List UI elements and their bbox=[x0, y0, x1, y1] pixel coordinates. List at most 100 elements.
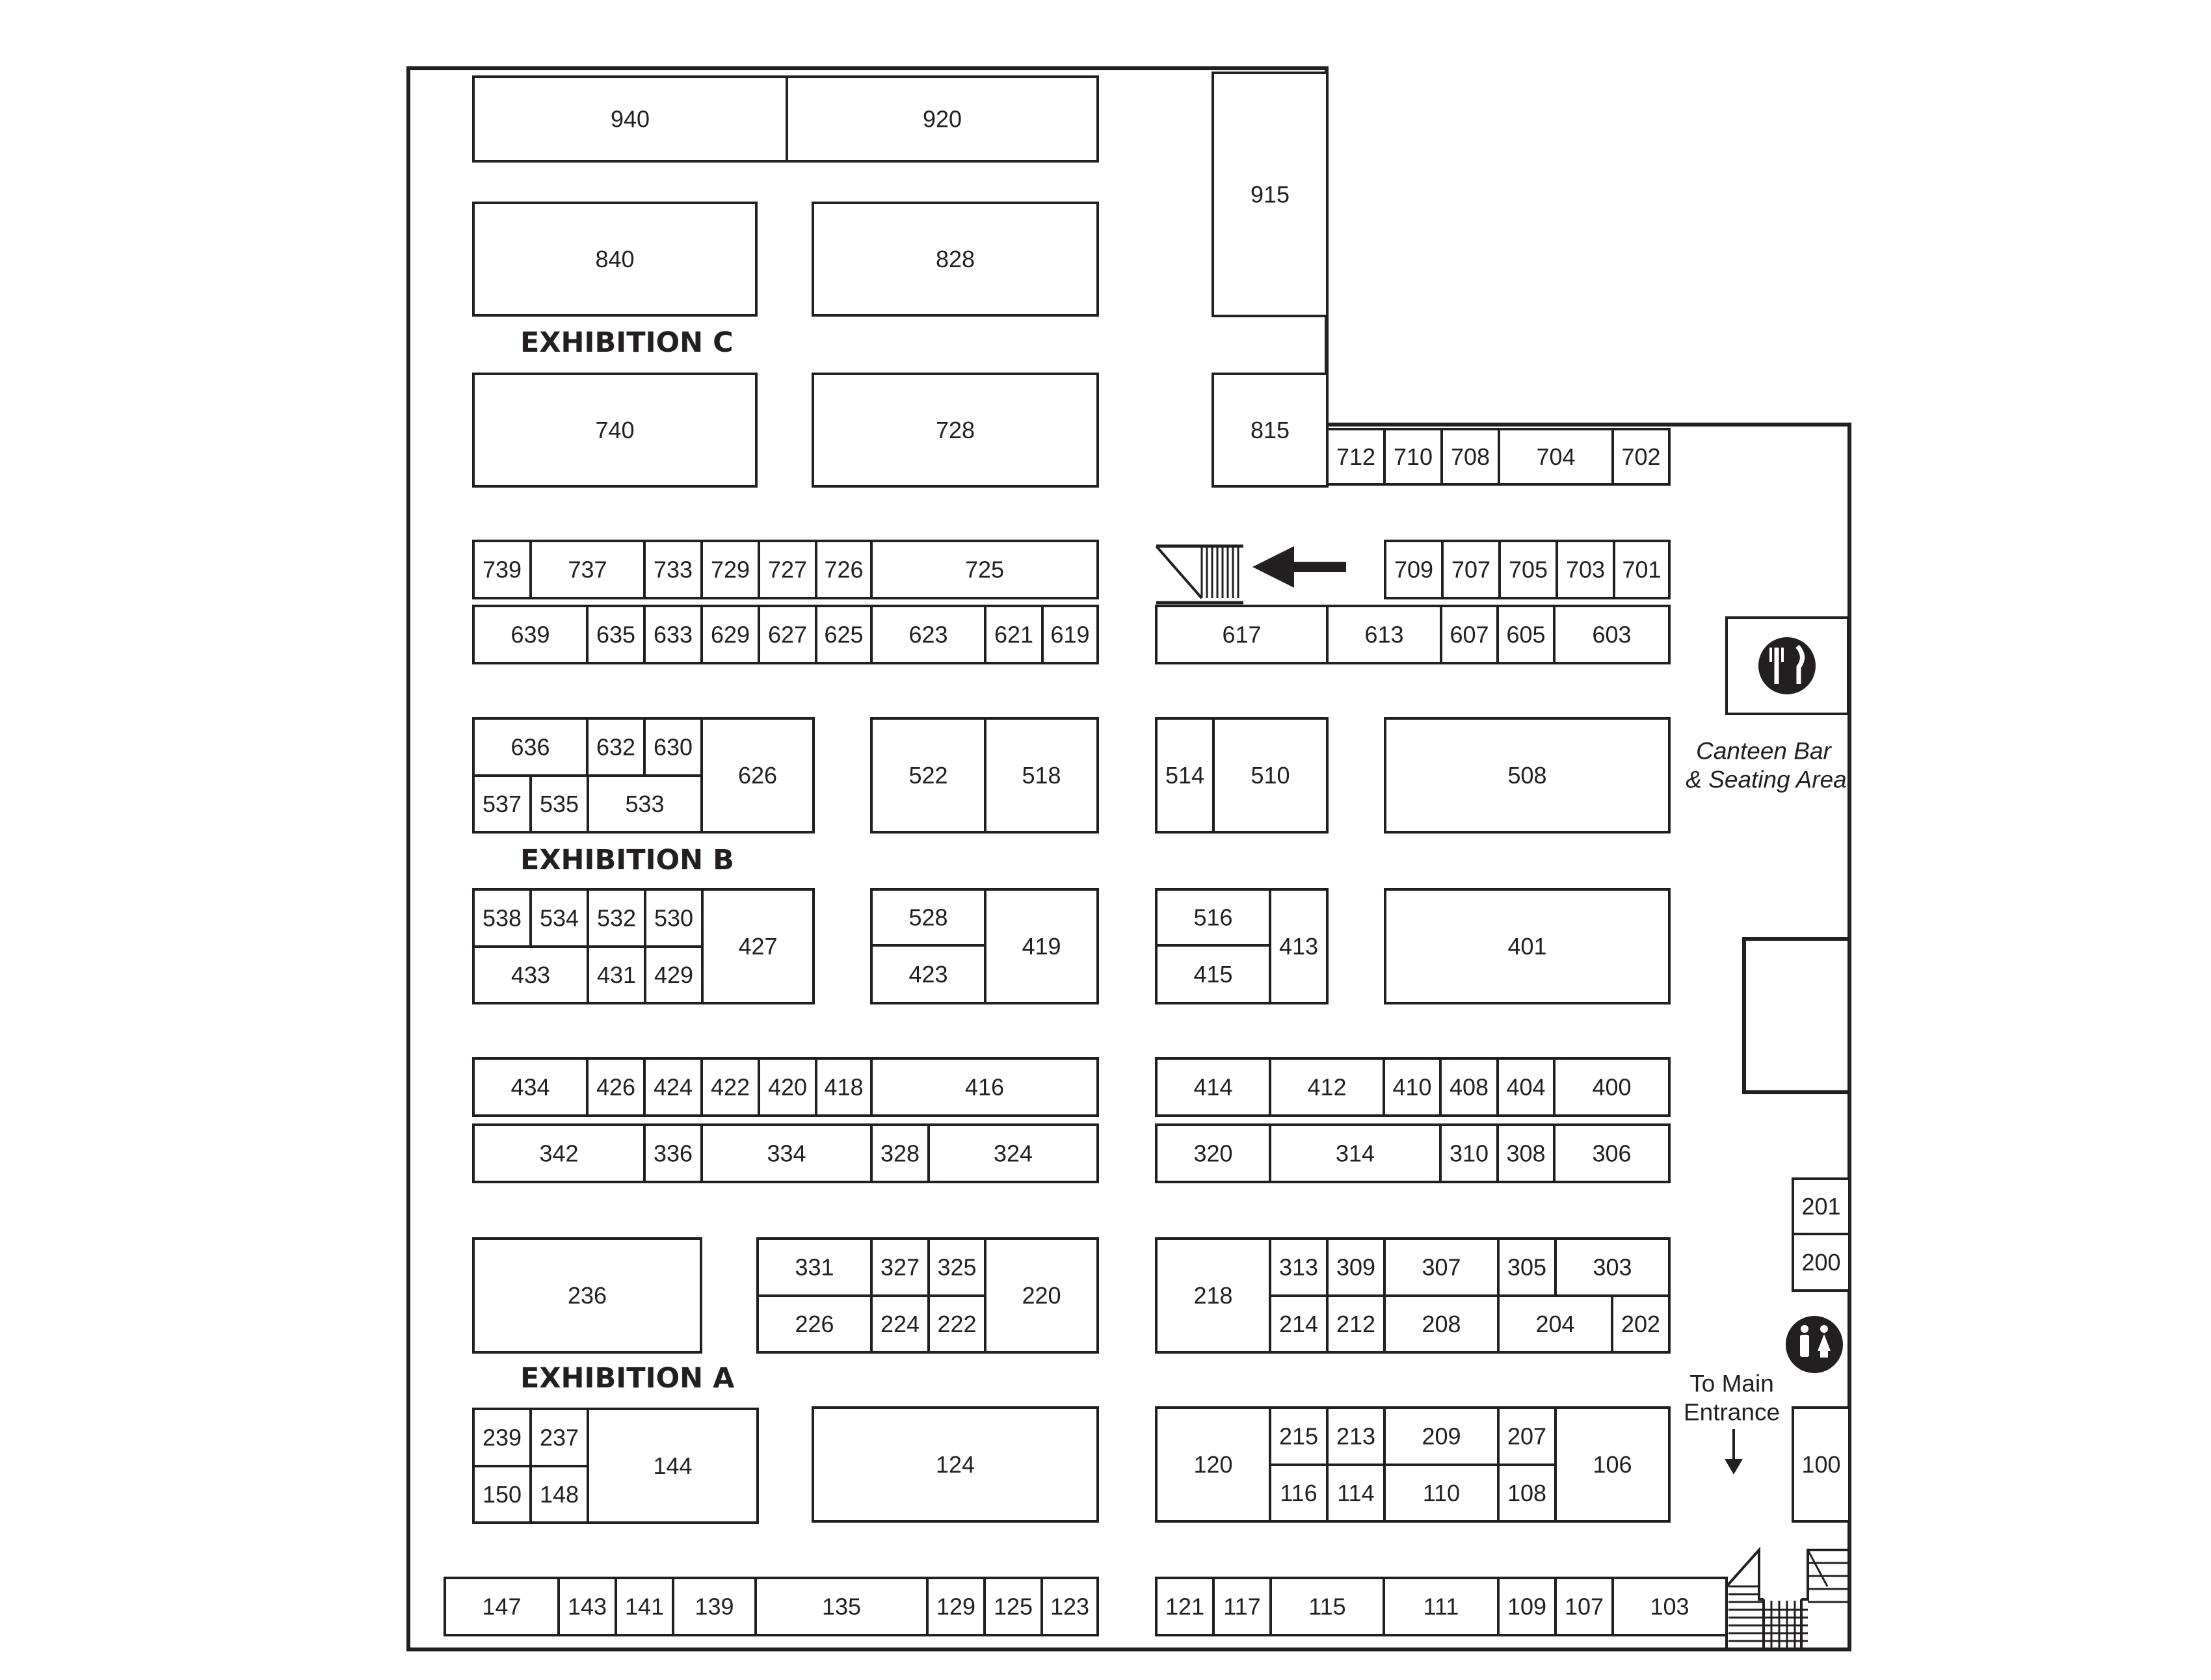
booth-144[interactable]: 144 bbox=[587, 1408, 759, 1524]
booth-box[interactable] bbox=[812, 1406, 1099, 1523]
booth-box[interactable] bbox=[1383, 1294, 1500, 1354]
booth-box[interactable] bbox=[1212, 717, 1329, 833]
booth-box[interactable] bbox=[1384, 540, 1444, 599]
booth-226[interactable]: 226 bbox=[756, 1294, 873, 1354]
booth-box[interactable] bbox=[1792, 1177, 1851, 1235]
booth-629[interactable]: 629 bbox=[700, 605, 760, 664]
booth-212[interactable]: 212 bbox=[1326, 1294, 1386, 1354]
booth-702[interactable]: 702 bbox=[1611, 428, 1671, 486]
booth-310[interactable]: 310 bbox=[1439, 1123, 1499, 1183]
booth-404[interactable]: 404 bbox=[1496, 1057, 1556, 1117]
booth-123[interactable]: 123 bbox=[1040, 1577, 1099, 1636]
booth-box[interactable] bbox=[1155, 944, 1271, 1004]
booth-626[interactable]: 626 bbox=[700, 717, 815, 833]
booth-703[interactable]: 703 bbox=[1556, 540, 1615, 599]
booth-516[interactable]: 516 bbox=[1155, 888, 1271, 947]
booth-box[interactable] bbox=[1554, 1577, 1614, 1636]
booth-737[interactable]: 737 bbox=[529, 540, 646, 599]
booth-box[interactable] bbox=[1269, 1123, 1442, 1183]
booth-box[interactable] bbox=[812, 202, 1099, 317]
booth-630[interactable]: 630 bbox=[643, 717, 703, 777]
booth-619[interactable]: 619 bbox=[1041, 605, 1099, 664]
booth-box[interactable] bbox=[1496, 1123, 1556, 1183]
booth-426[interactable]: 426 bbox=[586, 1057, 646, 1117]
booth-box[interactable] bbox=[472, 202, 758, 317]
booth-box[interactable] bbox=[700, 1057, 760, 1117]
booth-100[interactable]: 100 bbox=[1792, 1406, 1851, 1523]
booth-box[interactable] bbox=[643, 717, 703, 777]
booth-522[interactable]: 522 bbox=[870, 717, 986, 833]
booth-box[interactable] bbox=[472, 540, 532, 599]
booth-box[interactable] bbox=[1383, 1577, 1500, 1636]
booth-410[interactable]: 410 bbox=[1383, 1057, 1442, 1117]
booth-106[interactable]: 106 bbox=[1554, 1406, 1671, 1523]
booth-box[interactable] bbox=[700, 605, 760, 664]
booth-508[interactable]: 508 bbox=[1384, 717, 1671, 833]
booth-box[interactable] bbox=[1326, 1463, 1386, 1523]
booth-603[interactable]: 603 bbox=[1553, 605, 1671, 664]
booth-120[interactable]: 120 bbox=[1155, 1406, 1271, 1523]
booth-box[interactable] bbox=[643, 1057, 703, 1117]
booth-537[interactable]: 537 bbox=[472, 774, 532, 833]
booth-324[interactable]: 324 bbox=[927, 1123, 1099, 1183]
booth-box[interactable] bbox=[1497, 1463, 1557, 1523]
booth-129[interactable]: 129 bbox=[926, 1577, 986, 1636]
booth-box[interactable] bbox=[701, 888, 815, 1004]
booth-box[interactable] bbox=[815, 540, 873, 599]
booth-704[interactable]: 704 bbox=[1498, 428, 1614, 486]
booth-431[interactable]: 431 bbox=[587, 945, 646, 1004]
booth-box[interactable] bbox=[815, 1057, 873, 1117]
booth-109[interactable]: 109 bbox=[1497, 1577, 1557, 1636]
booth-920[interactable]: 920 bbox=[786, 75, 1099, 163]
booth-218[interactable]: 218 bbox=[1155, 1237, 1271, 1354]
booth-box[interactable] bbox=[1496, 1057, 1556, 1117]
booth-box[interactable] bbox=[1384, 717, 1671, 833]
booth-237[interactable]: 237 bbox=[529, 1408, 589, 1467]
booth-box[interactable] bbox=[1269, 1577, 1385, 1636]
booth-334[interactable]: 334 bbox=[700, 1123, 873, 1183]
booth-143[interactable]: 143 bbox=[557, 1577, 617, 1636]
booth-box[interactable] bbox=[1498, 540, 1558, 599]
booth-313[interactable]: 313 bbox=[1269, 1237, 1329, 1297]
booth-327[interactable]: 327 bbox=[870, 1237, 930, 1297]
booth-115[interactable]: 115 bbox=[1269, 1577, 1385, 1636]
booth-box[interactable] bbox=[529, 540, 646, 599]
booth-308[interactable]: 308 bbox=[1496, 1123, 1556, 1183]
booth-325[interactable]: 325 bbox=[927, 1237, 986, 1297]
booth-710[interactable]: 710 bbox=[1383, 428, 1443, 486]
booth-418[interactable]: 418 bbox=[815, 1057, 873, 1117]
booth-636[interactable]: 636 bbox=[472, 717, 589, 777]
booth-305[interactable]: 305 bbox=[1497, 1237, 1557, 1297]
booth-114[interactable]: 114 bbox=[1326, 1463, 1386, 1523]
booth-box[interactable] bbox=[983, 1577, 1043, 1636]
booth-733[interactable]: 733 bbox=[643, 540, 703, 599]
booth-box[interactable] bbox=[870, 605, 986, 664]
booth-box[interactable] bbox=[1611, 428, 1671, 486]
booth-707[interactable]: 707 bbox=[1441, 540, 1501, 599]
booth-box[interactable] bbox=[786, 75, 1099, 163]
booth-728[interactable]: 728 bbox=[812, 373, 1099, 488]
booth-214[interactable]: 214 bbox=[1269, 1294, 1329, 1354]
booth-422[interactable]: 422 bbox=[700, 1057, 760, 1117]
booth-726[interactable]: 726 bbox=[815, 540, 873, 599]
booth-box[interactable] bbox=[672, 1577, 757, 1636]
booth-box[interactable] bbox=[1611, 1577, 1728, 1636]
booth-528[interactable]: 528 bbox=[870, 888, 986, 947]
booth-201[interactable]: 201 bbox=[1792, 1177, 1851, 1235]
booth-box[interactable] bbox=[643, 1123, 703, 1183]
booth-box[interactable] bbox=[1041, 605, 1099, 664]
booth-box[interactable] bbox=[984, 1237, 1099, 1354]
booth-429[interactable]: 429 bbox=[644, 945, 704, 1004]
booth-309[interactable]: 309 bbox=[1326, 1237, 1386, 1297]
booth-215[interactable]: 215 bbox=[1269, 1406, 1329, 1466]
booth-box[interactable] bbox=[1155, 1577, 1215, 1636]
booth-box[interactable] bbox=[1040, 1577, 1099, 1636]
booth-740[interactable]: 740 bbox=[472, 373, 758, 488]
booth-124[interactable]: 124 bbox=[812, 1406, 1099, 1523]
booth-535[interactable]: 535 bbox=[529, 774, 589, 833]
booth-625[interactable]: 625 bbox=[815, 605, 873, 664]
booth-box[interactable] bbox=[1792, 1233, 1851, 1292]
booth-342[interactable]: 342 bbox=[472, 1123, 646, 1183]
booth-532[interactable]: 532 bbox=[587, 888, 646, 948]
booth-141[interactable]: 141 bbox=[615, 1577, 674, 1636]
